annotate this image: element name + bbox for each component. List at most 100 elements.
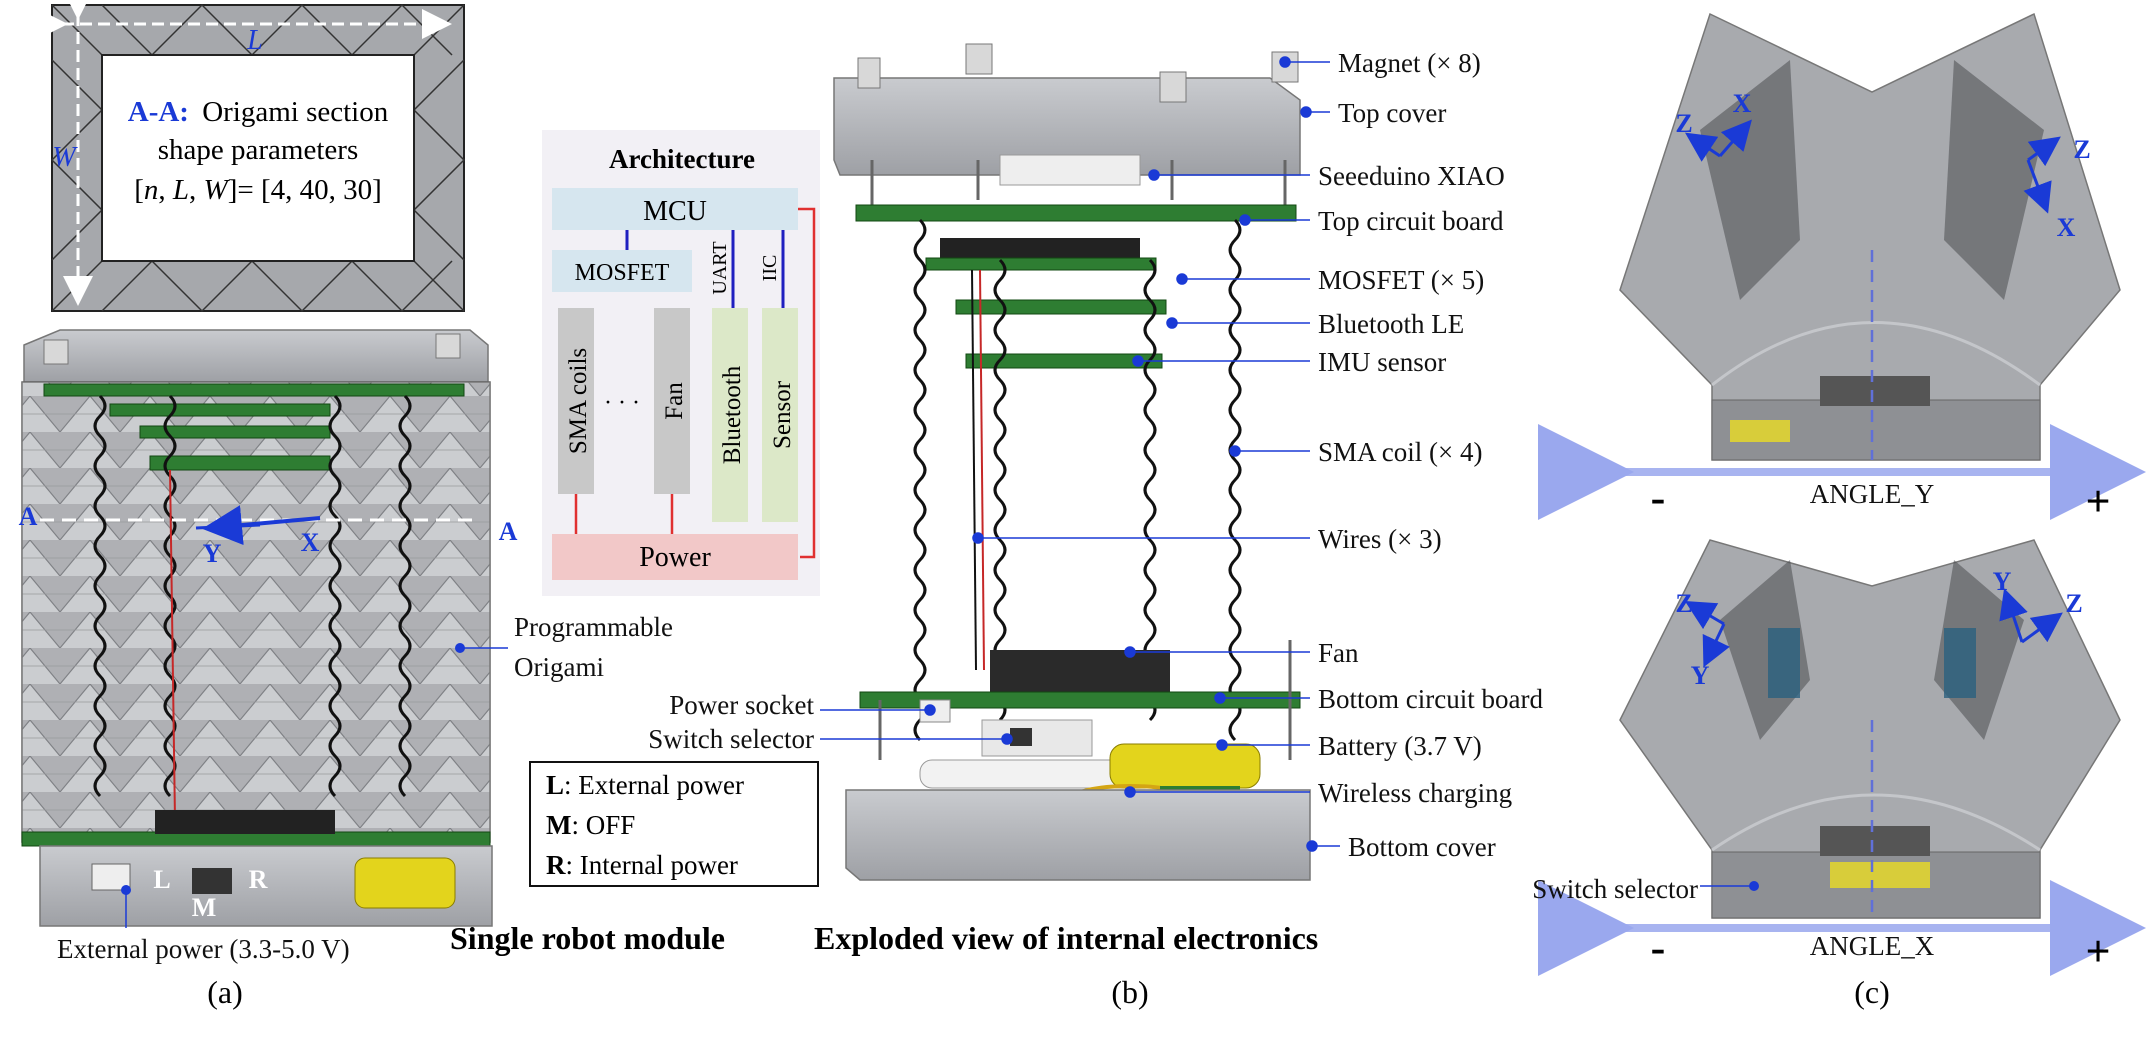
sma-coil-3	[328, 394, 342, 798]
external-power-label: External power (3.3-5.0 V)	[57, 934, 350, 964]
switch-r: R	[249, 865, 268, 894]
label-wires: Wires (× 3)	[1318, 524, 1442, 554]
arch-fan-label: Fan	[661, 382, 688, 420]
svg-text:R: Internal power: R: Internal power	[546, 850, 738, 880]
bottom-left-axis-y: Y	[1691, 661, 1710, 690]
angle-y-plus: +	[2085, 477, 2110, 526]
bending-view-top	[1538, 12, 2146, 520]
svg-text:[n, L, W]= [4, 40, 30]: [n, L, W]= [4, 40, 30]	[134, 174, 382, 206]
section-var-W: W	[204, 174, 231, 206]
arch-mcu-label: MCU	[643, 196, 707, 227]
legend-text-l: : External power	[564, 770, 744, 800]
label-power-socket: Power socket	[669, 690, 814, 720]
legend-text-r: : Internal power	[566, 850, 738, 880]
arch-sensor	[762, 308, 798, 522]
bending-view-bottom-labels: Z Y Y Z Switch selector ANGLE_X - +	[1532, 567, 2110, 976]
legend-key-l: L	[546, 770, 564, 800]
label-magnet: Magnet (× 8)	[1338, 48, 1481, 78]
sma-coil-1	[93, 394, 107, 798]
bottom-left-axis-z: Z	[1675, 589, 1692, 618]
bending-view-bottom	[1538, 539, 2146, 976]
arch-mosfet	[552, 250, 692, 292]
section-title: Origami section	[202, 96, 389, 128]
angle-x-plus: +	[2085, 927, 2110, 976]
label-mosfet: MOSFET (× 5)	[1318, 265, 1484, 295]
label-seeeduino: Seeeduino XIAO	[1318, 161, 1505, 191]
switch-selector-c: Switch selector	[1532, 874, 1698, 904]
arch-bluetooth	[712, 308, 748, 522]
label-sma-coil: SMA coil (× 4)	[1318, 437, 1482, 467]
arch-iic-label: IIC	[759, 255, 781, 282]
arch-mcu	[552, 188, 798, 230]
dim-L: L	[246, 25, 263, 56]
sma-coil-4	[398, 394, 412, 798]
switch-legend: L: External power M: OFF R: Internal pow…	[529, 761, 819, 887]
top-right-axis-z: Z	[2073, 135, 2090, 164]
legend-text-m: : OFF	[571, 810, 635, 840]
origami-label-1: Programmable	[514, 612, 673, 642]
section-mark-right: A	[499, 517, 518, 546]
exploded-view-illustration	[833, 43, 1311, 881]
section-line3-suffix: ]= [4, 40, 30]	[228, 174, 382, 206]
architecture-diagram: Architecture MCU MOSFET SMA coils · · · …	[542, 130, 820, 596]
caption-a: (a)	[207, 974, 243, 1010]
switch-l: L	[153, 865, 170, 894]
legend-key-m: M	[546, 810, 571, 840]
arch-mosfet-label: MOSFET	[575, 260, 670, 286]
top-left-axis-z: Z	[1675, 109, 1692, 138]
section-var-L: L	[172, 174, 189, 206]
caption-c: (c)	[1854, 974, 1890, 1010]
section-mark-left: A	[19, 502, 38, 531]
label-wireless-charging: Wireless charging	[1318, 778, 1512, 808]
dim-W: W	[52, 142, 78, 173]
svg-text:M: OFF: M: OFF	[546, 810, 635, 840]
caption-a-bold: Single robot module	[450, 920, 725, 956]
bottom-right-axis-y: Y	[1993, 567, 2012, 596]
top-left-axis-x: X	[1733, 89, 1752, 118]
label-fan: Fan	[1318, 638, 1359, 668]
switch-m: M	[192, 893, 217, 922]
bending-view-top-labels: Z X Z X ANGLE_Y - +	[1651, 89, 2111, 526]
label-top-board: Top circuit board	[1318, 206, 1504, 236]
caption-b-bold: Exploded view of internal electronics	[814, 920, 1318, 956]
arch-bluetooth-label: Bluetooth	[719, 365, 746, 464]
axis-y-a: Y	[203, 539, 222, 568]
angle-x-label: ANGLE_X	[1810, 931, 1935, 961]
label-bluetooth-le: Bluetooth LE	[1318, 309, 1464, 339]
angle-y-minus: -	[1651, 473, 1666, 522]
angle-y-label: ANGLE_Y	[1810, 479, 1934, 509]
arch-sma-coils	[558, 308, 594, 494]
label-bottom-board: Bottom circuit board	[1318, 684, 1543, 714]
architecture-title: Architecture	[609, 144, 755, 174]
arch-fan	[654, 308, 690, 494]
svg-text:A-A: Origami section: A-A: Origami section	[128, 96, 389, 128]
arch-power	[552, 534, 798, 580]
angle-x-minus: -	[1651, 923, 1666, 972]
caption-b: (b)	[1111, 974, 1148, 1010]
legend-key-r: R	[546, 850, 566, 880]
svg-text:L: External power: L: External power	[546, 770, 744, 800]
exploded-labels	[820, 56, 1340, 852]
section-line3-prefix: [	[134, 174, 144, 206]
section-inset: L W A-A: Origami section shape parameter…	[38, 0, 466, 313]
robot-module-illustration: A A Y X L M R External power (3.3-5.0 V)…	[19, 329, 673, 964]
arch-dots: · · ·	[604, 390, 640, 416]
axis-x-a: X	[301, 528, 320, 557]
arch-sma-label: SMA coils	[565, 348, 592, 454]
origami-label-2: Origami	[514, 652, 604, 682]
top-right-axis-x: X	[2057, 213, 2076, 242]
arch-sensor-label: Sensor	[769, 380, 796, 449]
bottom-right-axis-z: Z	[2065, 589, 2082, 618]
arch-uart-label: UART	[709, 241, 731, 294]
label-bottom-cover: Bottom cover	[1348, 832, 1496, 862]
section-var-n: n	[144, 174, 159, 206]
label-top-cover: Top cover	[1338, 98, 1446, 128]
section-key: A-A:	[128, 96, 189, 128]
label-battery: Battery (3.7 V)	[1318, 731, 1482, 761]
label-imu: IMU sensor	[1318, 347, 1446, 377]
label-switch-selector-b: Switch selector	[648, 724, 814, 754]
exploded-text: Magnet (× 8) Top cover Seeeduino XIAO To…	[648, 48, 1543, 862]
section-line2: shape parameters	[158, 134, 358, 166]
arch-power-label: Power	[639, 542, 711, 573]
